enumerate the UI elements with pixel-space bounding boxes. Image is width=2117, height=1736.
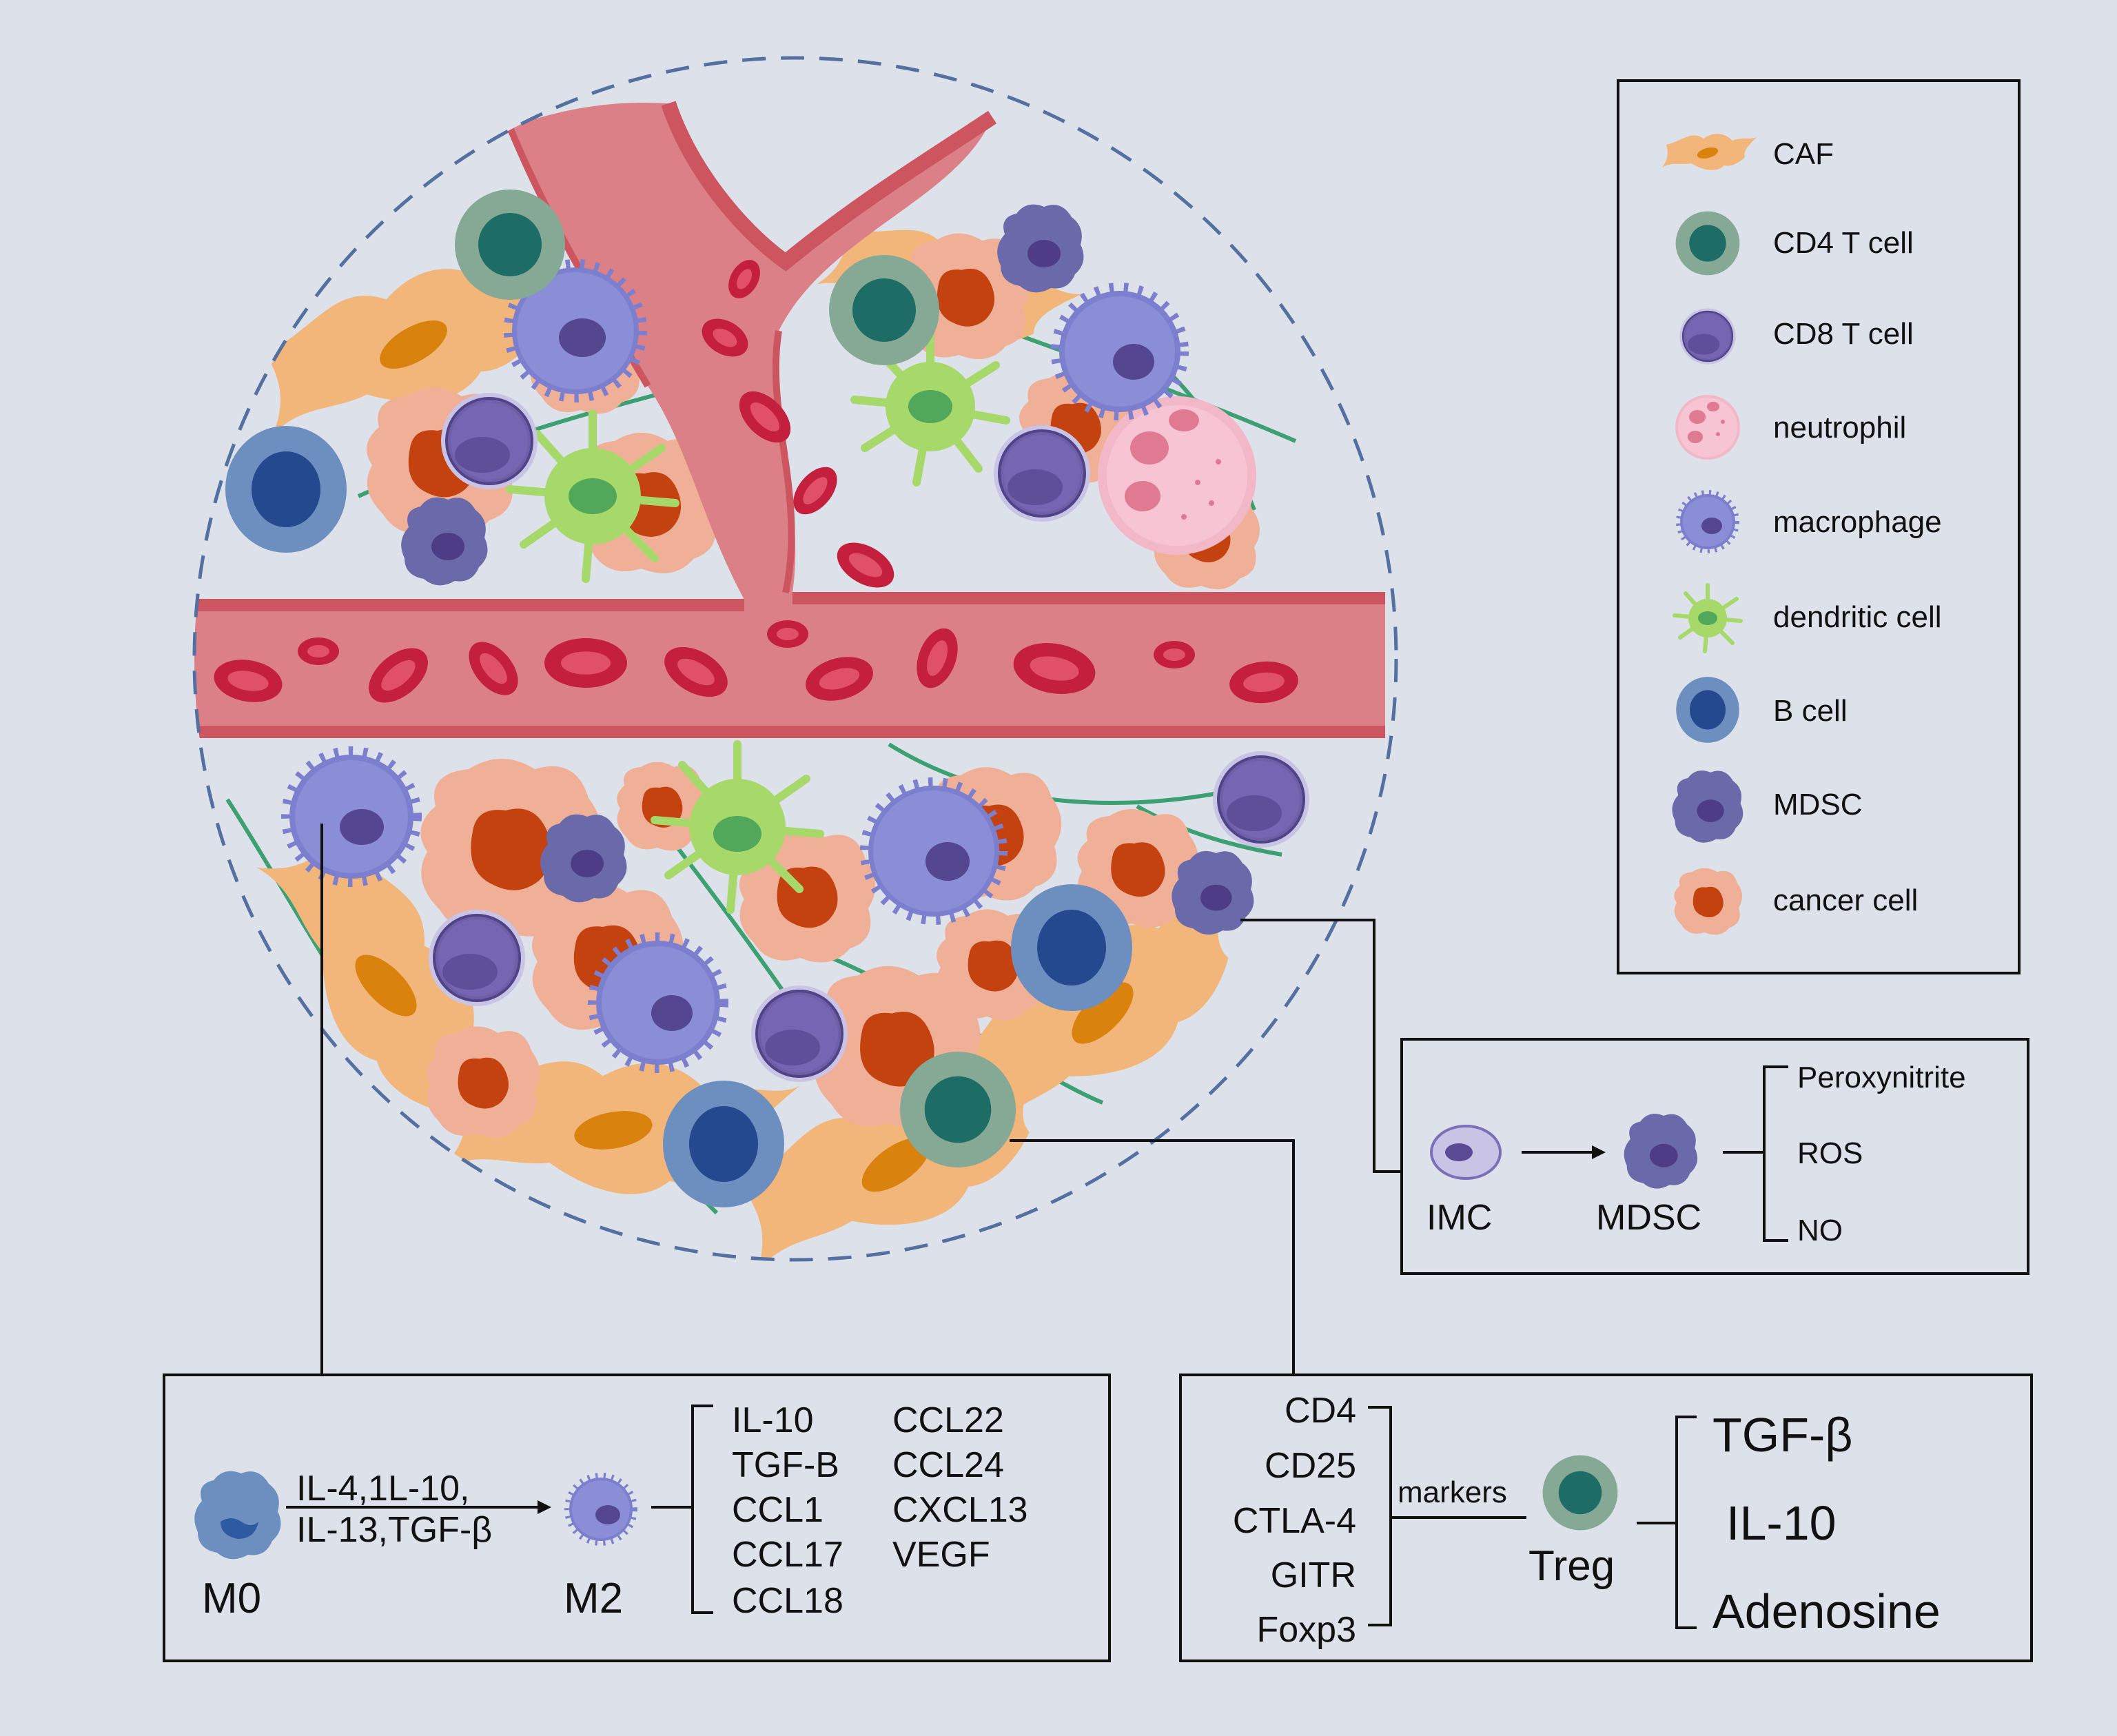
cd8-t-cell [750, 984, 849, 1083]
treg-markers-bracket [1368, 1406, 1526, 1626]
cd8-t-cell-icon [1679, 307, 1737, 365]
neutrophil [1098, 396, 1256, 555]
m2-factor: CCL17 [732, 1535, 843, 1575]
mdsc-product: ROS [1797, 1136, 1863, 1170]
treg-product: TGF-β [1712, 1408, 1853, 1462]
stimuli-line-1: IL-4,1L-10, [296, 1469, 470, 1509]
legend-label: CAF [1773, 137, 1834, 171]
treg-panel-box [1179, 1374, 2033, 1662]
mdsc-product: NO [1797, 1214, 1843, 1247]
dendritic-cell-icon [1673, 583, 1743, 653]
cancer-cell-icon [1674, 868, 1743, 935]
cd8-t-cell [440, 391, 539, 491]
cd8-t-cell [427, 908, 526, 1008]
cancer-cell [427, 1026, 540, 1138]
mdsc-panel-icon [1624, 1114, 1698, 1189]
macrophage-cell [860, 777, 1008, 925]
treg-marker: GITR [1271, 1555, 1356, 1595]
m0-icon [194, 1471, 281, 1560]
treg-label: Treg [1528, 1542, 1615, 1590]
macrophage-cell [281, 746, 422, 887]
dashed-boundary [192, 56, 1398, 1262]
m2-factor: IL-10 [732, 1400, 814, 1440]
m2-secreted-bracket [651, 1405, 713, 1614]
m2-icon [564, 1473, 637, 1546]
stimuli-line-2: IL-13,TGF-β [296, 1510, 492, 1550]
caf-icon [1662, 134, 1757, 170]
mdsc-products-bracket [1723, 1065, 1788, 1242]
treg-products-bracket [1637, 1416, 1697, 1629]
imc-label: IMC [1426, 1198, 1492, 1238]
mdsc-label: MDSC [1596, 1198, 1701, 1238]
mdsc-product: Peroxynitrite [1797, 1061, 1966, 1094]
m2-factor: CCL18 [732, 1581, 843, 1621]
mdsc-icon [1672, 770, 1743, 843]
treg-product: IL-10 [1726, 1496, 1837, 1550]
treg-product: Adenosine [1712, 1584, 1941, 1638]
treg-marker: CD25 [1265, 1446, 1356, 1486]
legend-box [1617, 79, 2021, 974]
treg-marker: CD4 [1285, 1391, 1356, 1431]
m2-factor: CCL22 [892, 1400, 1004, 1440]
arrow-head [538, 1500, 551, 1514]
mdsc-panel: IMC MDSC Peroxynitrite ROS NO [1400, 1038, 2029, 1275]
mdsc-panel-box [1400, 1038, 2029, 1275]
macrophage-cell [1051, 283, 1189, 420]
arrow-head [1592, 1145, 1606, 1159]
legend-label: neutrophil [1773, 411, 1906, 445]
connector-lines [320, 824, 1402, 1375]
macrophage-cells [281, 259, 1189, 1073]
dendritic-cell [651, 740, 824, 914]
cd4-t-cell [900, 1052, 1016, 1167]
dendritic-cells [506, 327, 1010, 914]
legend-label: CD4 T cell [1773, 226, 1914, 260]
macrophage-panel: M0 IL-4,1L-10, IL-13,TGF-β M2 IL-10 TGF-… [163, 1374, 1111, 1662]
treg-icon [1542, 1455, 1618, 1531]
legend-label: B cell [1773, 694, 1848, 728]
legend-label: cancer cell [1773, 884, 1918, 917]
cd8-t-cell [1211, 750, 1311, 849]
mdsc-cell [401, 497, 488, 586]
mdsc-cell [997, 204, 1084, 293]
m0-label: M0 [202, 1575, 261, 1622]
legend-label: dendritic cell [1773, 600, 1942, 634]
b-cell-icon [1676, 677, 1739, 743]
dendritic-cell [506, 409, 679, 583]
legend: CAF CD4 T cell CD8 T cell neutrophil mac… [1617, 79, 2021, 974]
legend-label: MDSC [1773, 788, 1863, 821]
cd4-t-cell [829, 255, 939, 365]
b-cell [663, 1081, 784, 1207]
m2-factor: TGF-B [732, 1445, 839, 1485]
m2-factor: CCL24 [892, 1445, 1004, 1485]
cd4-t-cell-icon [1675, 211, 1740, 276]
neutrophil-icon [1675, 395, 1740, 460]
macrophage-icon [1676, 490, 1739, 553]
m2-factor: VEGF [892, 1535, 990, 1575]
mdsc-cell [540, 814, 627, 903]
dendritic-cell [850, 327, 1010, 487]
legend-label: CD8 T cell [1773, 317, 1914, 351]
legend-label: macrophage [1773, 505, 1942, 539]
tumor-microenvironment-circle [192, 56, 1398, 1262]
mdsc-cell [1172, 850, 1254, 935]
m2-factor: CCL1 [732, 1490, 824, 1530]
markers-label: markers [1398, 1475, 1507, 1509]
b-cell [225, 426, 347, 553]
treg-marker: CTLA-4 [1233, 1501, 1356, 1541]
treg-marker: Foxp3 [1256, 1610, 1356, 1650]
blood-vessel [194, 101, 1385, 738]
macrophage-cell [504, 259, 647, 402]
cd8-t-cell [992, 424, 1092, 523]
macrophage-cell [588, 932, 728, 1073]
b-cell [1011, 884, 1132, 1011]
m2-factor: CXCL13 [892, 1490, 1028, 1530]
treg-panel: CD4 CD25 CTLA-4 GITR Foxp3 markers Treg … [1179, 1374, 2033, 1662]
macrophage-panel-box [163, 1374, 1111, 1662]
cd4-t-cell [455, 190, 565, 300]
m2-label: M2 [564, 1575, 623, 1622]
imc-icon [1430, 1125, 1502, 1180]
